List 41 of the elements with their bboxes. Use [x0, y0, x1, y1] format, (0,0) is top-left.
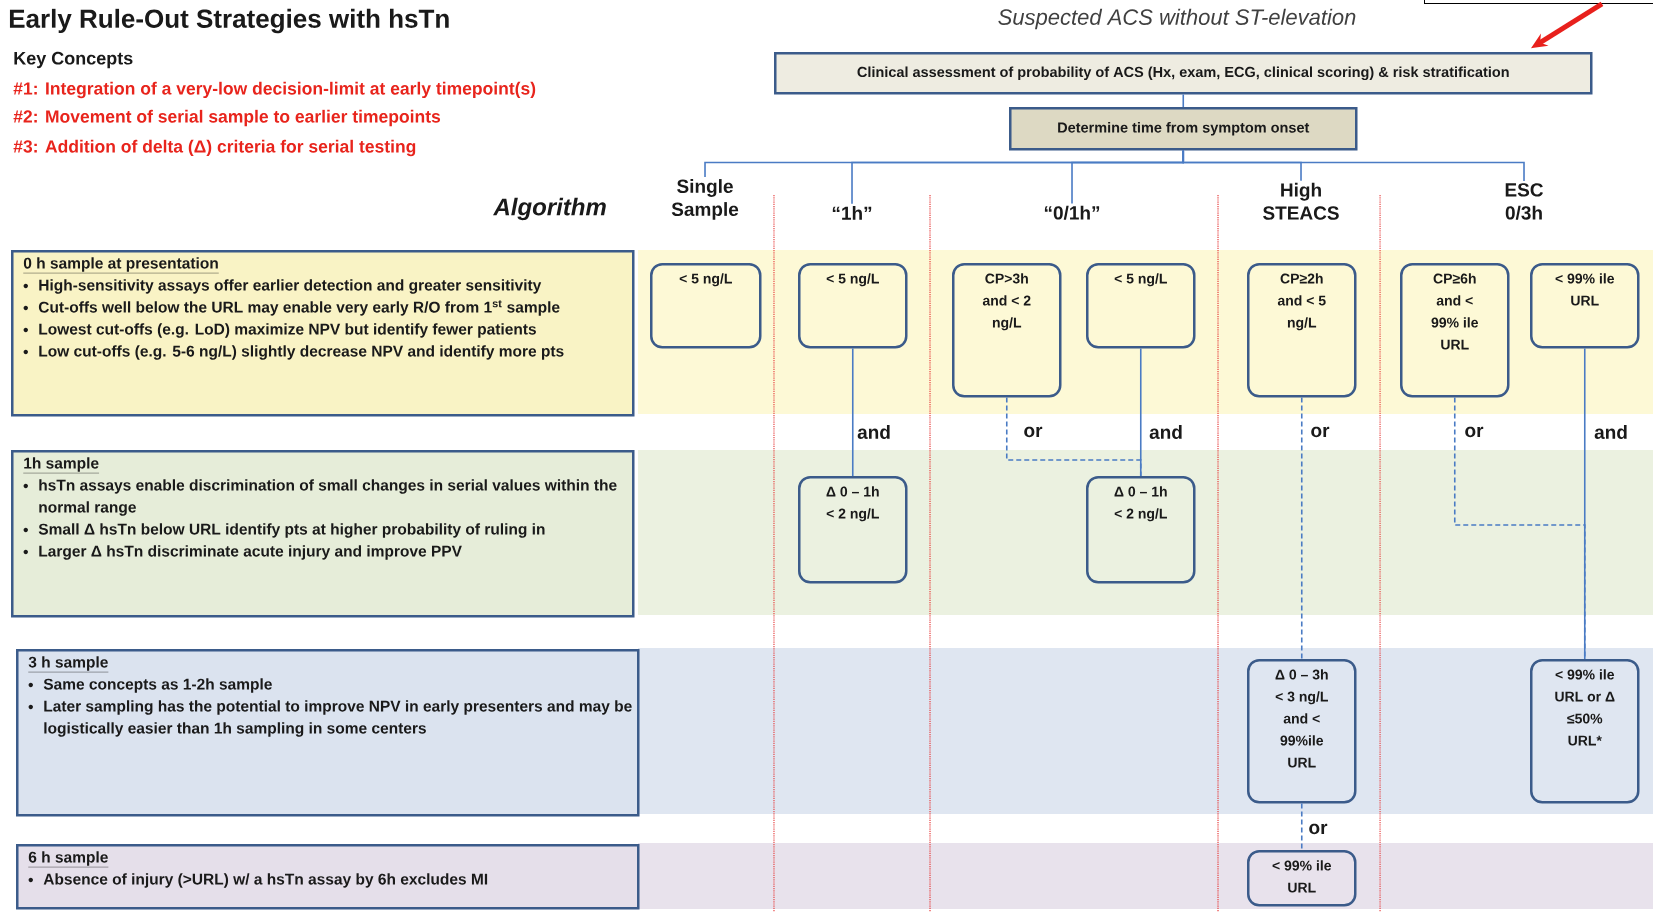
connector — [1182, 149, 1525, 182]
connector — [1583, 347, 1586, 660]
title: Early Rule-Out Strategies with hsTn — [9, 8, 449, 34]
connector — [1139, 347, 1142, 477]
connector — [1182, 93, 1185, 108]
section-heading: Key Concepts — [14, 51, 133, 69]
criterion-box: Δ 0 – 3h < 3 ng/L and < 99%ile URL — [1247, 659, 1357, 804]
criterion-box: < 5 ng/L — [1086, 263, 1196, 349]
criterion-box: < 99% ile URL or Δ ≤50% URL* — [1530, 659, 1640, 804]
key-concept: #2: Movement of serial sample to earlier timepoints — [13, 109, 441, 127]
criterion-box: < 5 ng/L — [650, 263, 762, 349]
column-heading: High STEACS — [1263, 182, 1339, 220]
criterion-box: CP≥2h and < 5 ng/L — [1247, 263, 1357, 398]
sample-info-box: 6 h sample Absence of injury (>URL) w/ a hsTn assay by 6h excludes MI — [16, 844, 640, 910]
key-concept: #3: Addition of delta (Δ) criteria for serial testing — [13, 139, 416, 157]
key-concept: #1: Integration of a very-low decision-limit at early timepoint(s) — [13, 81, 536, 99]
column-heading: “1h” — [832, 206, 872, 220]
connector — [1300, 802, 1303, 851]
sample-info-box: 1h sample hsTn assays enable discrimination of small changes in serial values within the normal range Small Δ hsTn below URL identify pts at higher probability of ruling in Larger Δ hsTn discriminate acute injury and improve PPV — [11, 450, 635, 618]
criterion-box: CP≥6h and < 99% ile URL — [1400, 263, 1510, 398]
column-heading: ESC 0/3h — [1505, 183, 1543, 220]
criterion-box: < 99% ile URL — [1530, 263, 1640, 349]
edge-label: and — [856, 424, 892, 440]
column-heading: Single Sample — [671, 179, 739, 220]
criterion-box: CP>3h and < 2 ng/L — [952, 263, 1062, 398]
sample-info-box: 0 h sample at presentation High-sensitivity assays offer earlier detection and greater sensitivity Cut-offs well below the URL may enable very early R/O from 1$^{st}$ sample Lowest cut-offs (e.g. LoD) maximize NPV but identify fewer patients Low cut-offs (e.g. 5-6 ng/L) slightly decrease NPV and identify more pts — [11, 250, 635, 417]
criterion-box: Δ 0 – 1h < 2 ng/L — [1086, 476, 1196, 584]
process-box: Clinical assessment of probability of ACS (Hx, exam, ECG, clinical scoring) & risk stratification — [774, 52, 1593, 95]
process-box: Determine time from symptom onset — [1009, 107, 1358, 151]
edge-label: and — [1593, 424, 1629, 440]
column-heading: “0/1h” — [1044, 205, 1100, 220]
annotation-box — [1424, 0, 1653, 4]
criterion-box: < 5 ng/L — [798, 263, 908, 349]
section-heading: Algorithm — [493, 197, 606, 221]
connector — [851, 347, 854, 477]
criterion-box: Δ 0 – 1h < 2 ng/L — [798, 476, 908, 584]
subtitle: Suspected ACS without ST-elevation — [998, 8, 1356, 30]
connector — [1300, 396, 1303, 660]
criterion-box: < 99% ile URL — [1247, 850, 1357, 907]
sample-info-box: 3 h sample Same concepts as 1-2h sample Later sampling has the potential to improve NPV in early presenters and may be logistically easier than 1h sampling in some centers — [16, 649, 640, 817]
edge-label: and — [1148, 424, 1184, 440]
